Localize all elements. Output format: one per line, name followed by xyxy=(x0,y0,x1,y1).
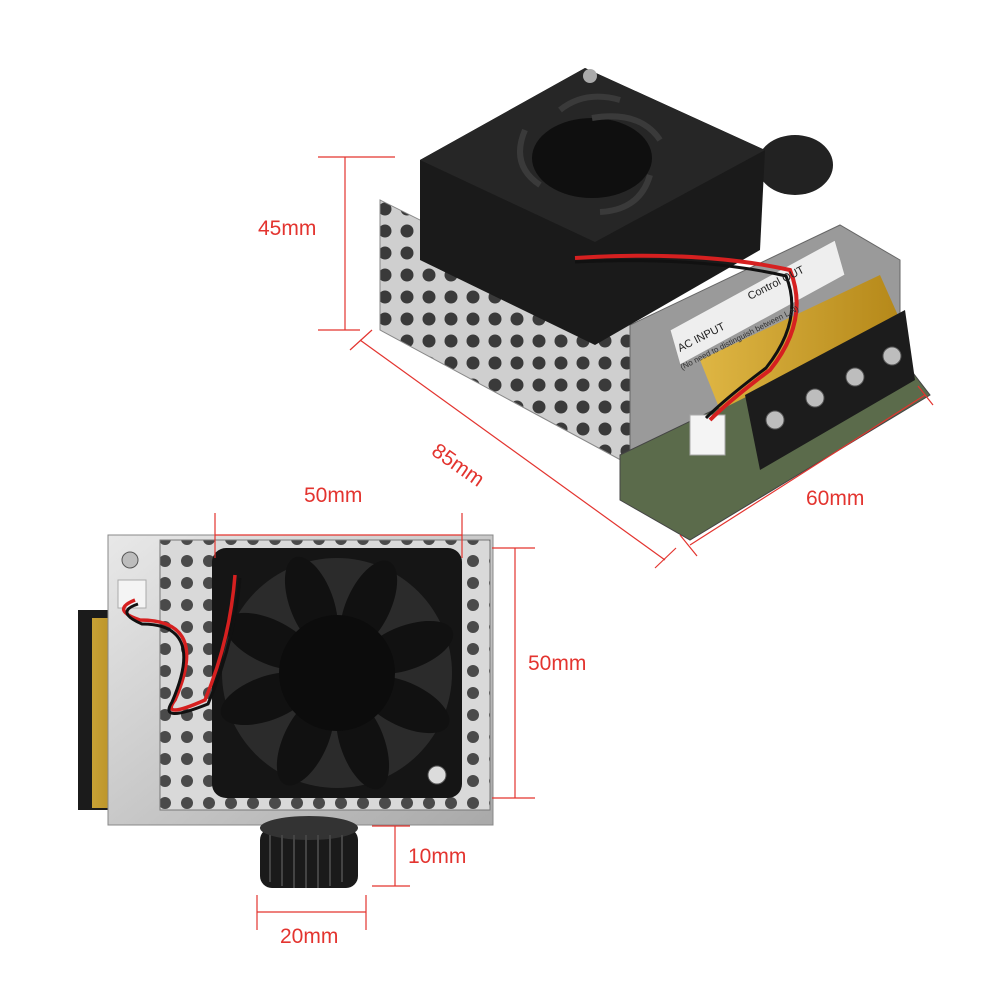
dimension-lines-top xyxy=(318,156,934,569)
label-sticker xyxy=(669,239,846,366)
control-knob xyxy=(757,135,833,195)
terminal-cover xyxy=(700,275,900,410)
fan-hub xyxy=(532,118,652,198)
width-dimension-label: 60mm xyxy=(806,487,865,510)
fan-connector xyxy=(689,414,726,456)
front-fan-connector xyxy=(117,579,147,609)
fan-wire xyxy=(574,253,799,422)
knob-grip xyxy=(269,835,343,888)
fan-blades xyxy=(517,93,663,215)
terminal-block xyxy=(745,310,915,470)
fan-height-dimension-label: 50mm xyxy=(528,652,587,675)
knob-height-dimension-label: 10mm xyxy=(408,845,467,868)
front-control-knob xyxy=(260,828,358,888)
regulator-3d-view: AC INPUT Control OUT (No need to disting… xyxy=(379,68,931,541)
fan-width-dimension-label: 50mm xyxy=(304,484,363,507)
knob-width-dimension-label: 20mm xyxy=(280,925,339,948)
front-fan-hub xyxy=(279,615,395,731)
dimension-lines-bottom xyxy=(214,513,535,930)
front-fan-wire xyxy=(122,574,237,712)
height-dimension-label: 45mm xyxy=(258,217,317,240)
terminal-screws xyxy=(765,346,902,430)
regulator-front-view xyxy=(78,534,494,888)
